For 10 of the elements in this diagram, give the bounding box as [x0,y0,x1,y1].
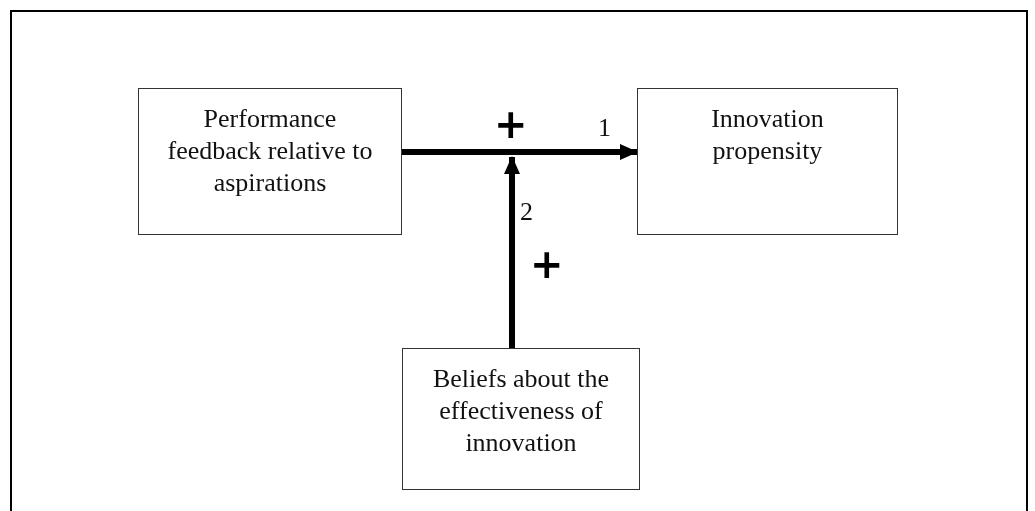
box-text: Beliefs about the effectiveness of innovation [431,363,611,459]
sign-label: + [494,104,528,144]
sign-label: + [530,244,564,284]
box-text: Performance feedback relative to aspirations [166,103,374,199]
arrow [504,156,520,348]
process-box [637,88,898,235]
process-box [402,348,640,490]
box-text: Innovation propensity [710,103,825,167]
process-box [138,88,402,235]
arrow [402,144,638,160]
